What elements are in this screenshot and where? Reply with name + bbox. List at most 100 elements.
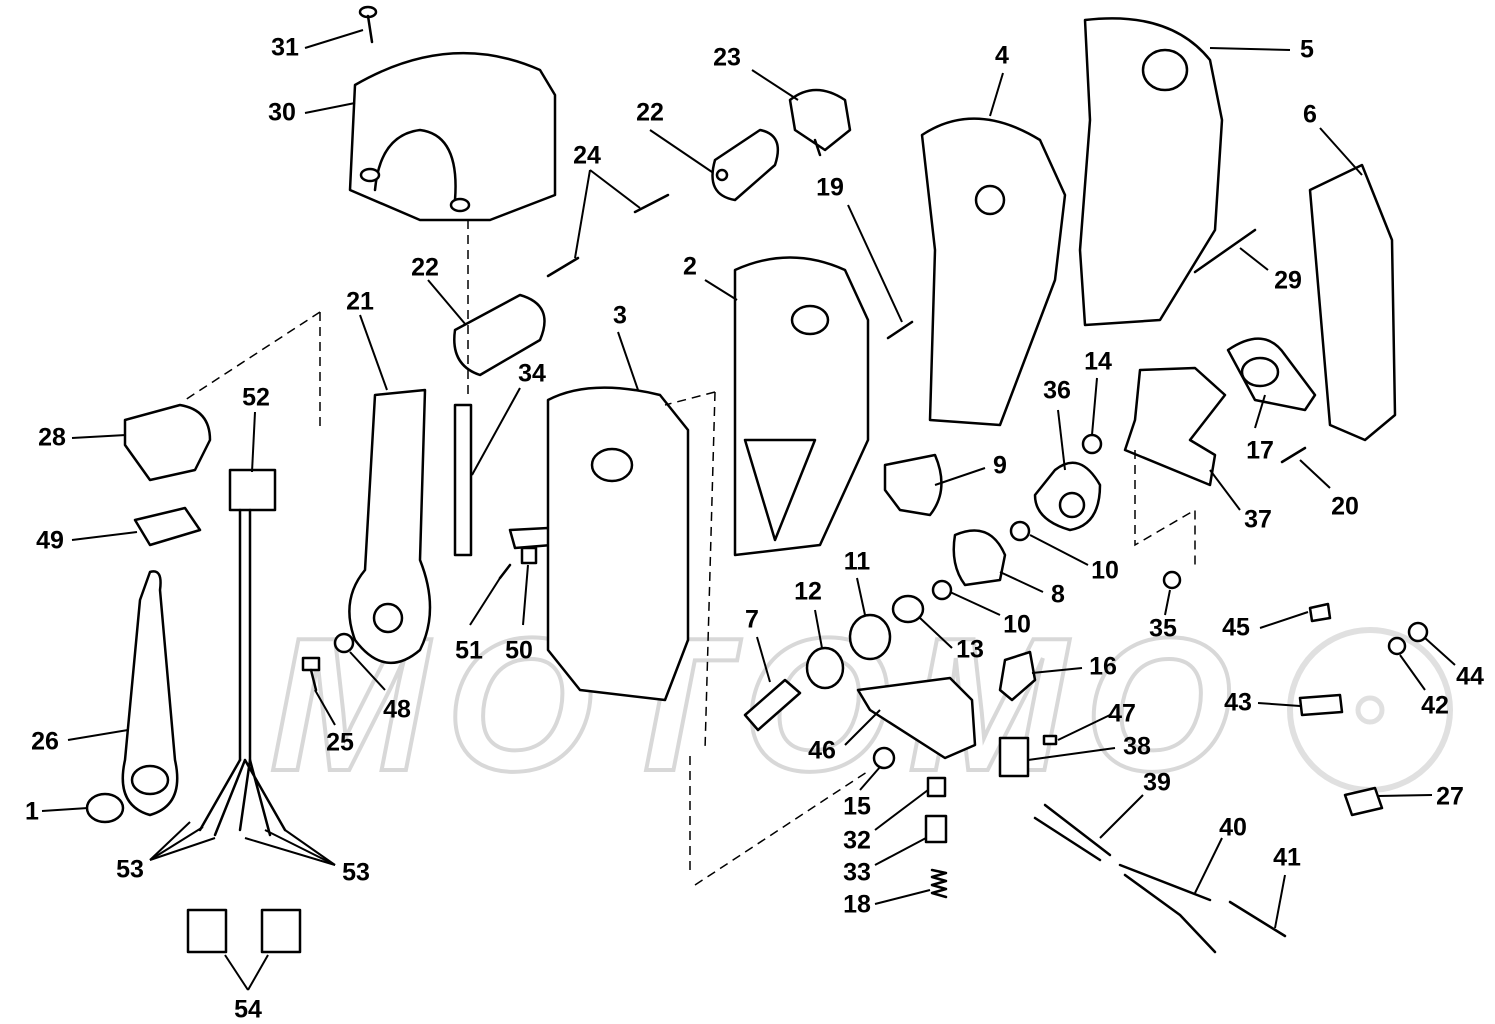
leader-26 [67, 729, 129, 741]
callout-8: 8 [1051, 580, 1065, 609]
callout-23: 23 [713, 43, 741, 72]
part-12-bushing [805, 646, 845, 690]
part-43-clip [1298, 693, 1344, 717]
callout-51: 51 [455, 636, 483, 665]
leader-16 [1031, 667, 1083, 674]
leader-32 [874, 789, 929, 831]
part-33-block [924, 814, 948, 844]
assembly-lines [184, 220, 1196, 886]
leader-35 [1164, 589, 1171, 616]
leader-23 [751, 69, 799, 101]
leader-49 [71, 531, 138, 541]
callout-5: 5 [1300, 35, 1314, 64]
leader-7 [756, 636, 771, 683]
leader-5 [1209, 47, 1291, 51]
leader-42 [1399, 654, 1426, 691]
dashed-line-46 [689, 750, 871, 886]
callout-21: 21 [346, 287, 374, 316]
part-7-shaft [743, 678, 802, 732]
part-2-housing [733, 256, 870, 557]
part-16-lever [998, 650, 1037, 702]
leader-3 [617, 331, 639, 391]
part-31-screw [358, 5, 378, 44]
callout-10a: 10 [1091, 556, 1119, 585]
part-10b-ring [931, 579, 953, 601]
leader-54b [247, 954, 269, 991]
leader-38 [1027, 747, 1116, 761]
callout-6: 6 [1303, 100, 1317, 129]
callout-31: 31 [271, 33, 299, 62]
callout-18: 18 [843, 890, 871, 919]
part-45-pin [1308, 602, 1332, 623]
callout-29: 29 [1274, 266, 1302, 295]
callout-17: 17 [1246, 436, 1274, 465]
callout-45: 45 [1222, 613, 1250, 642]
callout-54: 54 [234, 995, 262, 1024]
part-11-bushing [848, 613, 892, 661]
callout-43: 43 [1224, 688, 1252, 717]
leader-14 [1091, 377, 1098, 436]
part-34-strip [453, 403, 473, 557]
leader-1 [41, 807, 89, 812]
part-3-housing [546, 386, 690, 702]
part-48-washer [333, 632, 355, 654]
leader-20 [1299, 459, 1331, 489]
callout-13: 13 [956, 635, 984, 664]
part-22-upper-housing [711, 128, 780, 202]
leader-44 [1424, 637, 1456, 666]
callout-53b: 53 [342, 858, 370, 887]
part-29-bolt [1193, 228, 1257, 274]
callout-36: 36 [1043, 376, 1071, 405]
callout-12: 12 [794, 577, 822, 606]
part-52-harness [198, 468, 287, 837]
callout-22b: 22 [411, 253, 439, 282]
part-26-handle [121, 570, 179, 817]
callout-41: 41 [1273, 843, 1301, 872]
callout-22a: 22 [636, 98, 664, 127]
part-4-plate [920, 117, 1067, 427]
callout-24: 24 [573, 141, 601, 170]
callout-3: 3 [613, 301, 627, 330]
leader-37 [1209, 469, 1241, 511]
part-17-bracket [1226, 337, 1317, 412]
callout-28: 28 [38, 423, 66, 452]
part-10a-ring [1009, 520, 1031, 542]
callout-27: 27 [1436, 782, 1464, 811]
callout-15: 15 [843, 792, 871, 821]
dashed-line-37 [1134, 450, 1196, 565]
part-47-screw [1042, 734, 1058, 746]
part-40-wires [1118, 863, 1217, 954]
leader-21 [359, 314, 388, 391]
part-28-cap [123, 403, 212, 482]
callout-25: 25 [326, 728, 354, 757]
part-22-lower-housing [453, 293, 546, 377]
leader-43 [1257, 702, 1301, 707]
leader-24a [589, 169, 641, 209]
part-5-housing [1078, 17, 1224, 327]
leader-13 [919, 617, 953, 649]
leader-12 [814, 609, 823, 649]
callout-50: 50 [505, 636, 533, 665]
part-23-clip [788, 88, 852, 157]
leader-31 [304, 29, 364, 49]
leader-2 [704, 279, 738, 301]
part-18-spring [930, 868, 948, 899]
part-38-switch [998, 736, 1030, 778]
leader-10b [949, 591, 1001, 616]
part-44-nut [1407, 621, 1429, 643]
leader-53b-1 [264, 829, 336, 866]
callout-47: 47 [1108, 699, 1136, 728]
leader-50 [522, 564, 529, 626]
callout-7: 7 [745, 605, 759, 634]
callout-26: 26 [31, 727, 59, 756]
leader-11 [856, 577, 866, 616]
part-36-gear [1033, 461, 1102, 532]
leader-46 [844, 709, 881, 746]
callout-37: 37 [1244, 505, 1272, 534]
callout-1: 1 [25, 797, 39, 826]
callout-35: 35 [1149, 614, 1177, 643]
watermark-text: MOTOMO [270, 599, 1251, 811]
leader-53b-3 [244, 837, 336, 866]
leader-22b [427, 279, 467, 326]
leader-17 [1254, 394, 1266, 429]
